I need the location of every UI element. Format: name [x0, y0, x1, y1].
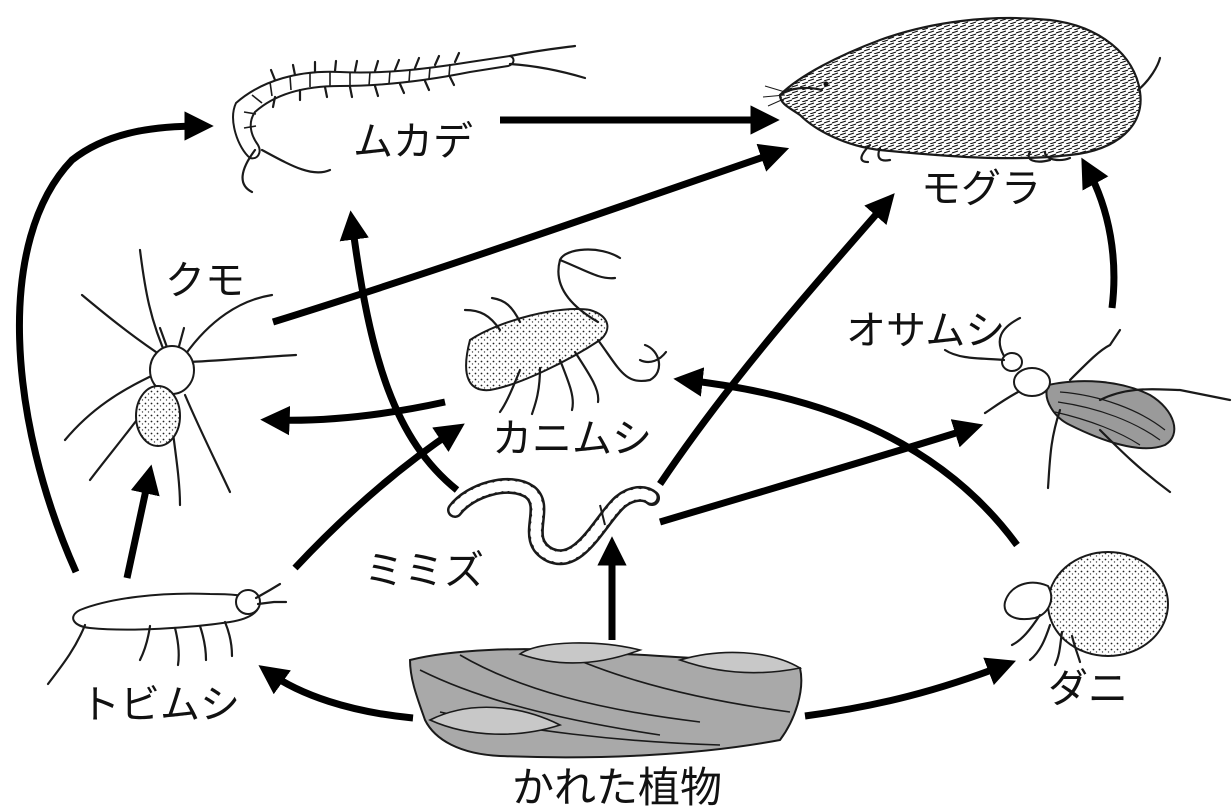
springtail-icon — [48, 584, 286, 684]
arrow-mimizu-to-mukade — [352, 222, 457, 490]
arrow-mimizu-to-osamushi — [660, 428, 972, 522]
pseudoscorpion-icon — [465, 250, 666, 414]
dead-leaves-icon — [410, 643, 801, 757]
arrow-kareta-to-tobimushi — [268, 672, 413, 718]
label-kanimushi: カニムシ — [492, 416, 652, 462]
arrow-tobimushi-to-kumo — [127, 476, 149, 578]
label-kumo: クモ — [165, 258, 245, 304]
label-dani: ダニ — [1048, 666, 1128, 712]
label-kareta: かれた植物 — [512, 763, 722, 811]
mite-icon — [1005, 552, 1168, 665]
arrow-kumo-to-mogura — [273, 152, 778, 322]
arrow-kanimushi-to-kumo — [272, 402, 445, 420]
label-mukade: ムカデ — [353, 119, 473, 165]
label-mimizu: ミミズ — [364, 548, 484, 594]
label-tobimushi: トビムシ — [80, 682, 240, 728]
arrow-osamushi-to-mogura — [1087, 168, 1114, 308]
mole-icon — [763, 18, 1160, 162]
label-mogura: モグラ — [921, 166, 1041, 212]
earthworm-icon — [455, 486, 652, 557]
arrow-kareta-to-dani — [805, 665, 1005, 716]
label-osamushi: オサムシ — [846, 308, 1005, 354]
